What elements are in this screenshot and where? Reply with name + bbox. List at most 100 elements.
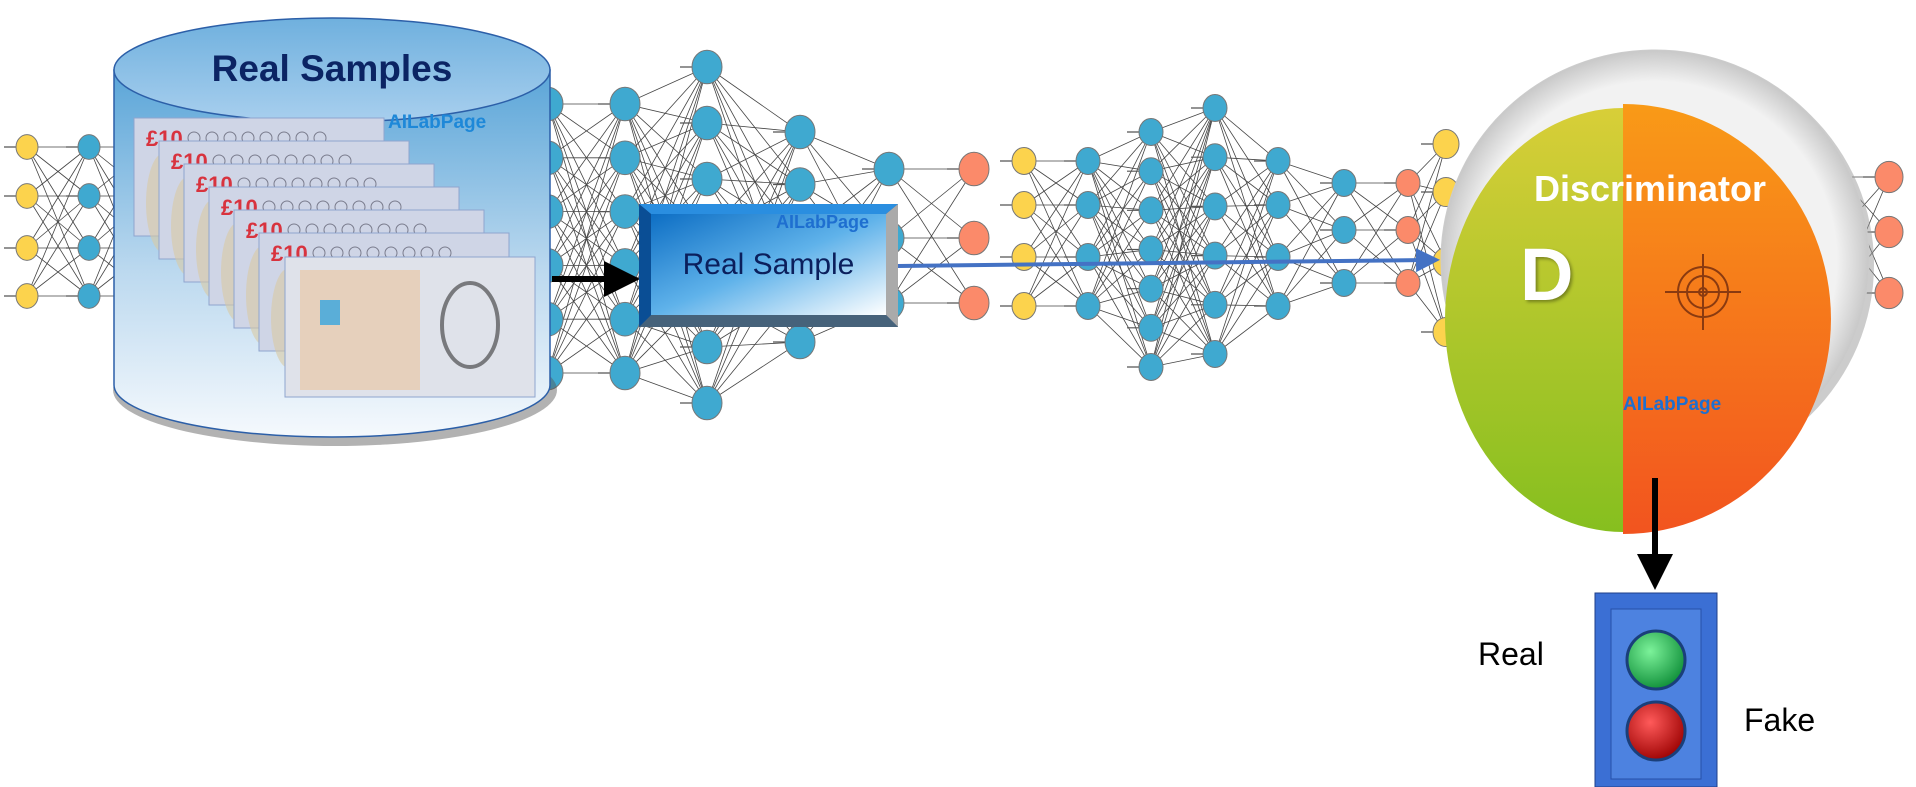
neuron-hidden-node (1202, 241, 1228, 270)
discriminator-watermark: AILabPage (1623, 394, 1722, 415)
neuron-hidden-node (784, 114, 816, 150)
neuron-hidden-node (1202, 192, 1228, 221)
sample-box-title: Real Sample (682, 248, 855, 281)
neuron-hidden-node (609, 140, 641, 176)
connection (1407, 143, 1447, 231)
real-light (1625, 629, 1687, 691)
connection (1150, 107, 1216, 250)
connection (1150, 107, 1216, 289)
neuron-output-node (958, 285, 990, 321)
connection (624, 122, 708, 212)
connection (1087, 160, 1152, 250)
connection (1150, 206, 1216, 289)
real-samples-database: £10£10£10£10£10£10 (113, 17, 557, 446)
sample-box-watermark: AILabPage (776, 212, 870, 232)
connection (888, 237, 975, 304)
connection (1150, 170, 1216, 256)
connection (26, 247, 90, 297)
connection (1150, 255, 1216, 368)
connection (1214, 305, 1279, 355)
connection (706, 122, 801, 133)
neuron-hidden-node (77, 235, 101, 261)
neuron-output-node (1874, 276, 1904, 310)
neuron-output-node (1395, 169, 1421, 197)
connection (706, 66, 801, 185)
banknote-front (284, 256, 536, 398)
connection (1150, 255, 1216, 329)
connection (1023, 204, 1089, 307)
neuron-hidden-node (1075, 292, 1101, 320)
connection (1150, 206, 1216, 329)
connection (1087, 160, 1152, 211)
connection (1407, 191, 1447, 284)
connection (1087, 170, 1152, 307)
sample-to-discriminator-arrow (897, 248, 1440, 273)
neuron-hidden-node (609, 301, 641, 337)
connection (1277, 229, 1345, 307)
connection (624, 318, 708, 404)
neuron-hidden-node (609, 86, 641, 122)
discriminator (1440, 49, 1874, 534)
real-fake-indicator (1594, 592, 1718, 787)
neuron-hidden-node (1075, 147, 1101, 175)
neuron-hidden-node (1265, 147, 1291, 175)
banknote-stack: £10£10£10£10£10£10 (133, 117, 536, 398)
connection (1087, 131, 1152, 258)
connection (1214, 156, 1279, 206)
neuron-input-node (15, 134, 39, 160)
connection (547, 211, 626, 374)
connection (1214, 160, 1279, 305)
connection (1087, 131, 1152, 307)
connection (1214, 107, 1279, 206)
connection (1214, 256, 1279, 306)
neuron-input-node (1011, 147, 1037, 175)
neuron-hidden-node (1331, 269, 1357, 297)
connection (1087, 204, 1152, 368)
connection (26, 195, 90, 297)
connection (1087, 256, 1152, 329)
neuron-hidden-node (77, 134, 101, 160)
connection (1087, 160, 1152, 289)
connection (1087, 305, 1152, 368)
connection (547, 103, 626, 266)
neuron-hidden-node (691, 161, 723, 197)
neuron-hidden-node (1138, 118, 1164, 146)
connection (1150, 131, 1216, 256)
connection (624, 66, 708, 212)
neuron-output-node (1395, 216, 1421, 244)
connection (1277, 182, 1345, 258)
connection (706, 341, 801, 348)
neuron-input-node (15, 283, 39, 309)
connection (1087, 204, 1152, 289)
connection (1214, 204, 1279, 306)
neuron-hidden-node (1202, 290, 1228, 319)
connection (706, 178, 801, 185)
neuron-hidden-node (609, 194, 641, 229)
connection (1150, 157, 1216, 289)
connection (1087, 160, 1152, 328)
neuron-hidden-node (873, 151, 905, 187)
neuron-hidden-node (1265, 243, 1291, 271)
neuron-output-node (1395, 269, 1421, 297)
connection (1087, 210, 1152, 258)
neuron-hidden-node (1075, 191, 1101, 219)
connection (1277, 160, 1345, 231)
connection (1214, 204, 1279, 355)
connection (1087, 204, 1152, 329)
connection (624, 66, 708, 159)
neuron-hidden-node (691, 49, 723, 85)
neuron-hidden-node (784, 167, 816, 202)
neuron-hidden-node (1138, 353, 1164, 381)
connection (1214, 160, 1279, 355)
neuron-hidden-node (1138, 157, 1164, 186)
connection (888, 168, 975, 239)
connection (1023, 160, 1089, 206)
connection (1087, 170, 1152, 258)
neuron-input-node (15, 235, 39, 261)
neuron-output-node (1874, 215, 1904, 249)
connection (706, 341, 801, 404)
connection (1150, 107, 1216, 172)
neuron-hidden-node (1138, 274, 1164, 303)
connection (1214, 160, 1279, 256)
